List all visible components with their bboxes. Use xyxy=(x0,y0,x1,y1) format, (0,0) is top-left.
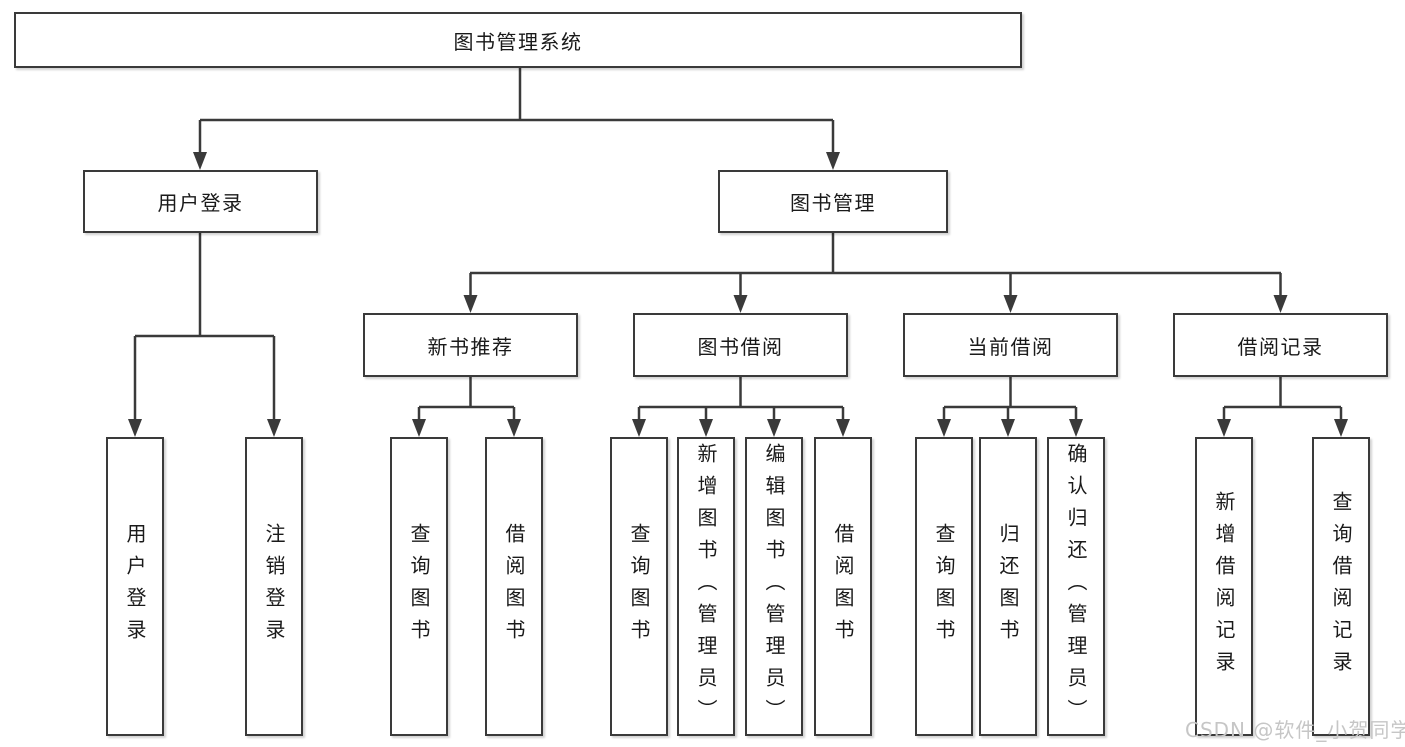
leaf-label: 借阅图书 xyxy=(831,522,855,651)
leaf-add-book-admin: 新增图书（管理员） xyxy=(677,437,735,736)
leaf-label: 归还图书 xyxy=(996,522,1020,651)
leaf-query-books-borrowing: 查询图书 xyxy=(610,437,668,736)
leaf-confirm-return-admin: 确认归还（管理员） xyxy=(1047,437,1105,736)
node-borrowing-records: 借阅记录 xyxy=(1173,313,1388,377)
leaf-label: 查询图书 xyxy=(407,522,431,651)
leaf-label: 查询图书 xyxy=(932,522,956,651)
leaf-return-books: 归还图书 xyxy=(979,437,1037,736)
leaf-label: 注销登录 xyxy=(262,522,286,651)
arrowhead-icons xyxy=(128,152,1348,437)
node-new-book-recommendation: 新书推荐 xyxy=(363,313,578,377)
leaf-user-login: 用户登录 xyxy=(106,437,164,736)
leaf-add-borrow-record: 新增借阅记录 xyxy=(1195,437,1253,736)
leaf-query-books-current: 查询图书 xyxy=(915,437,973,736)
leaf-edit-book-admin: 编辑图书（管理员） xyxy=(745,437,803,736)
leaf-label: 借阅图书 xyxy=(502,522,526,651)
leaf-borrow-books-borrowing: 借阅图书 xyxy=(814,437,872,736)
leaf-label: 查询图书 xyxy=(627,522,651,651)
leaf-label: 新增借阅记录 xyxy=(1212,490,1236,683)
leaf-label: 用户登录 xyxy=(123,522,147,651)
leaf-label: 确认归还（管理员） xyxy=(1064,442,1088,731)
node-user-login: 用户登录 xyxy=(83,170,318,233)
leaf-logout: 注销登录 xyxy=(245,437,303,736)
node-book-management: 图书管理 xyxy=(718,170,948,233)
leaf-label: 查询借阅记录 xyxy=(1329,490,1353,683)
leaf-label: 编辑图书（管理员） xyxy=(762,442,786,731)
leaf-query-borrow-record: 查询借阅记录 xyxy=(1312,437,1370,736)
connector-path xyxy=(133,68,1343,421)
leaf-borrow-books-recommend: 借阅图书 xyxy=(485,437,543,736)
leaf-query-books-recommend: 查询图书 xyxy=(390,437,448,736)
csdn-watermark: CSDN @软件_小贺同学 xyxy=(1185,718,1405,742)
node-current-borrowing: 当前借阅 xyxy=(903,313,1118,377)
leaf-label: 新增图书（管理员） xyxy=(694,442,718,731)
node-library-management-system: 图书管理系统 xyxy=(14,12,1022,68)
node-book-borrowing: 图书借阅 xyxy=(633,313,848,377)
